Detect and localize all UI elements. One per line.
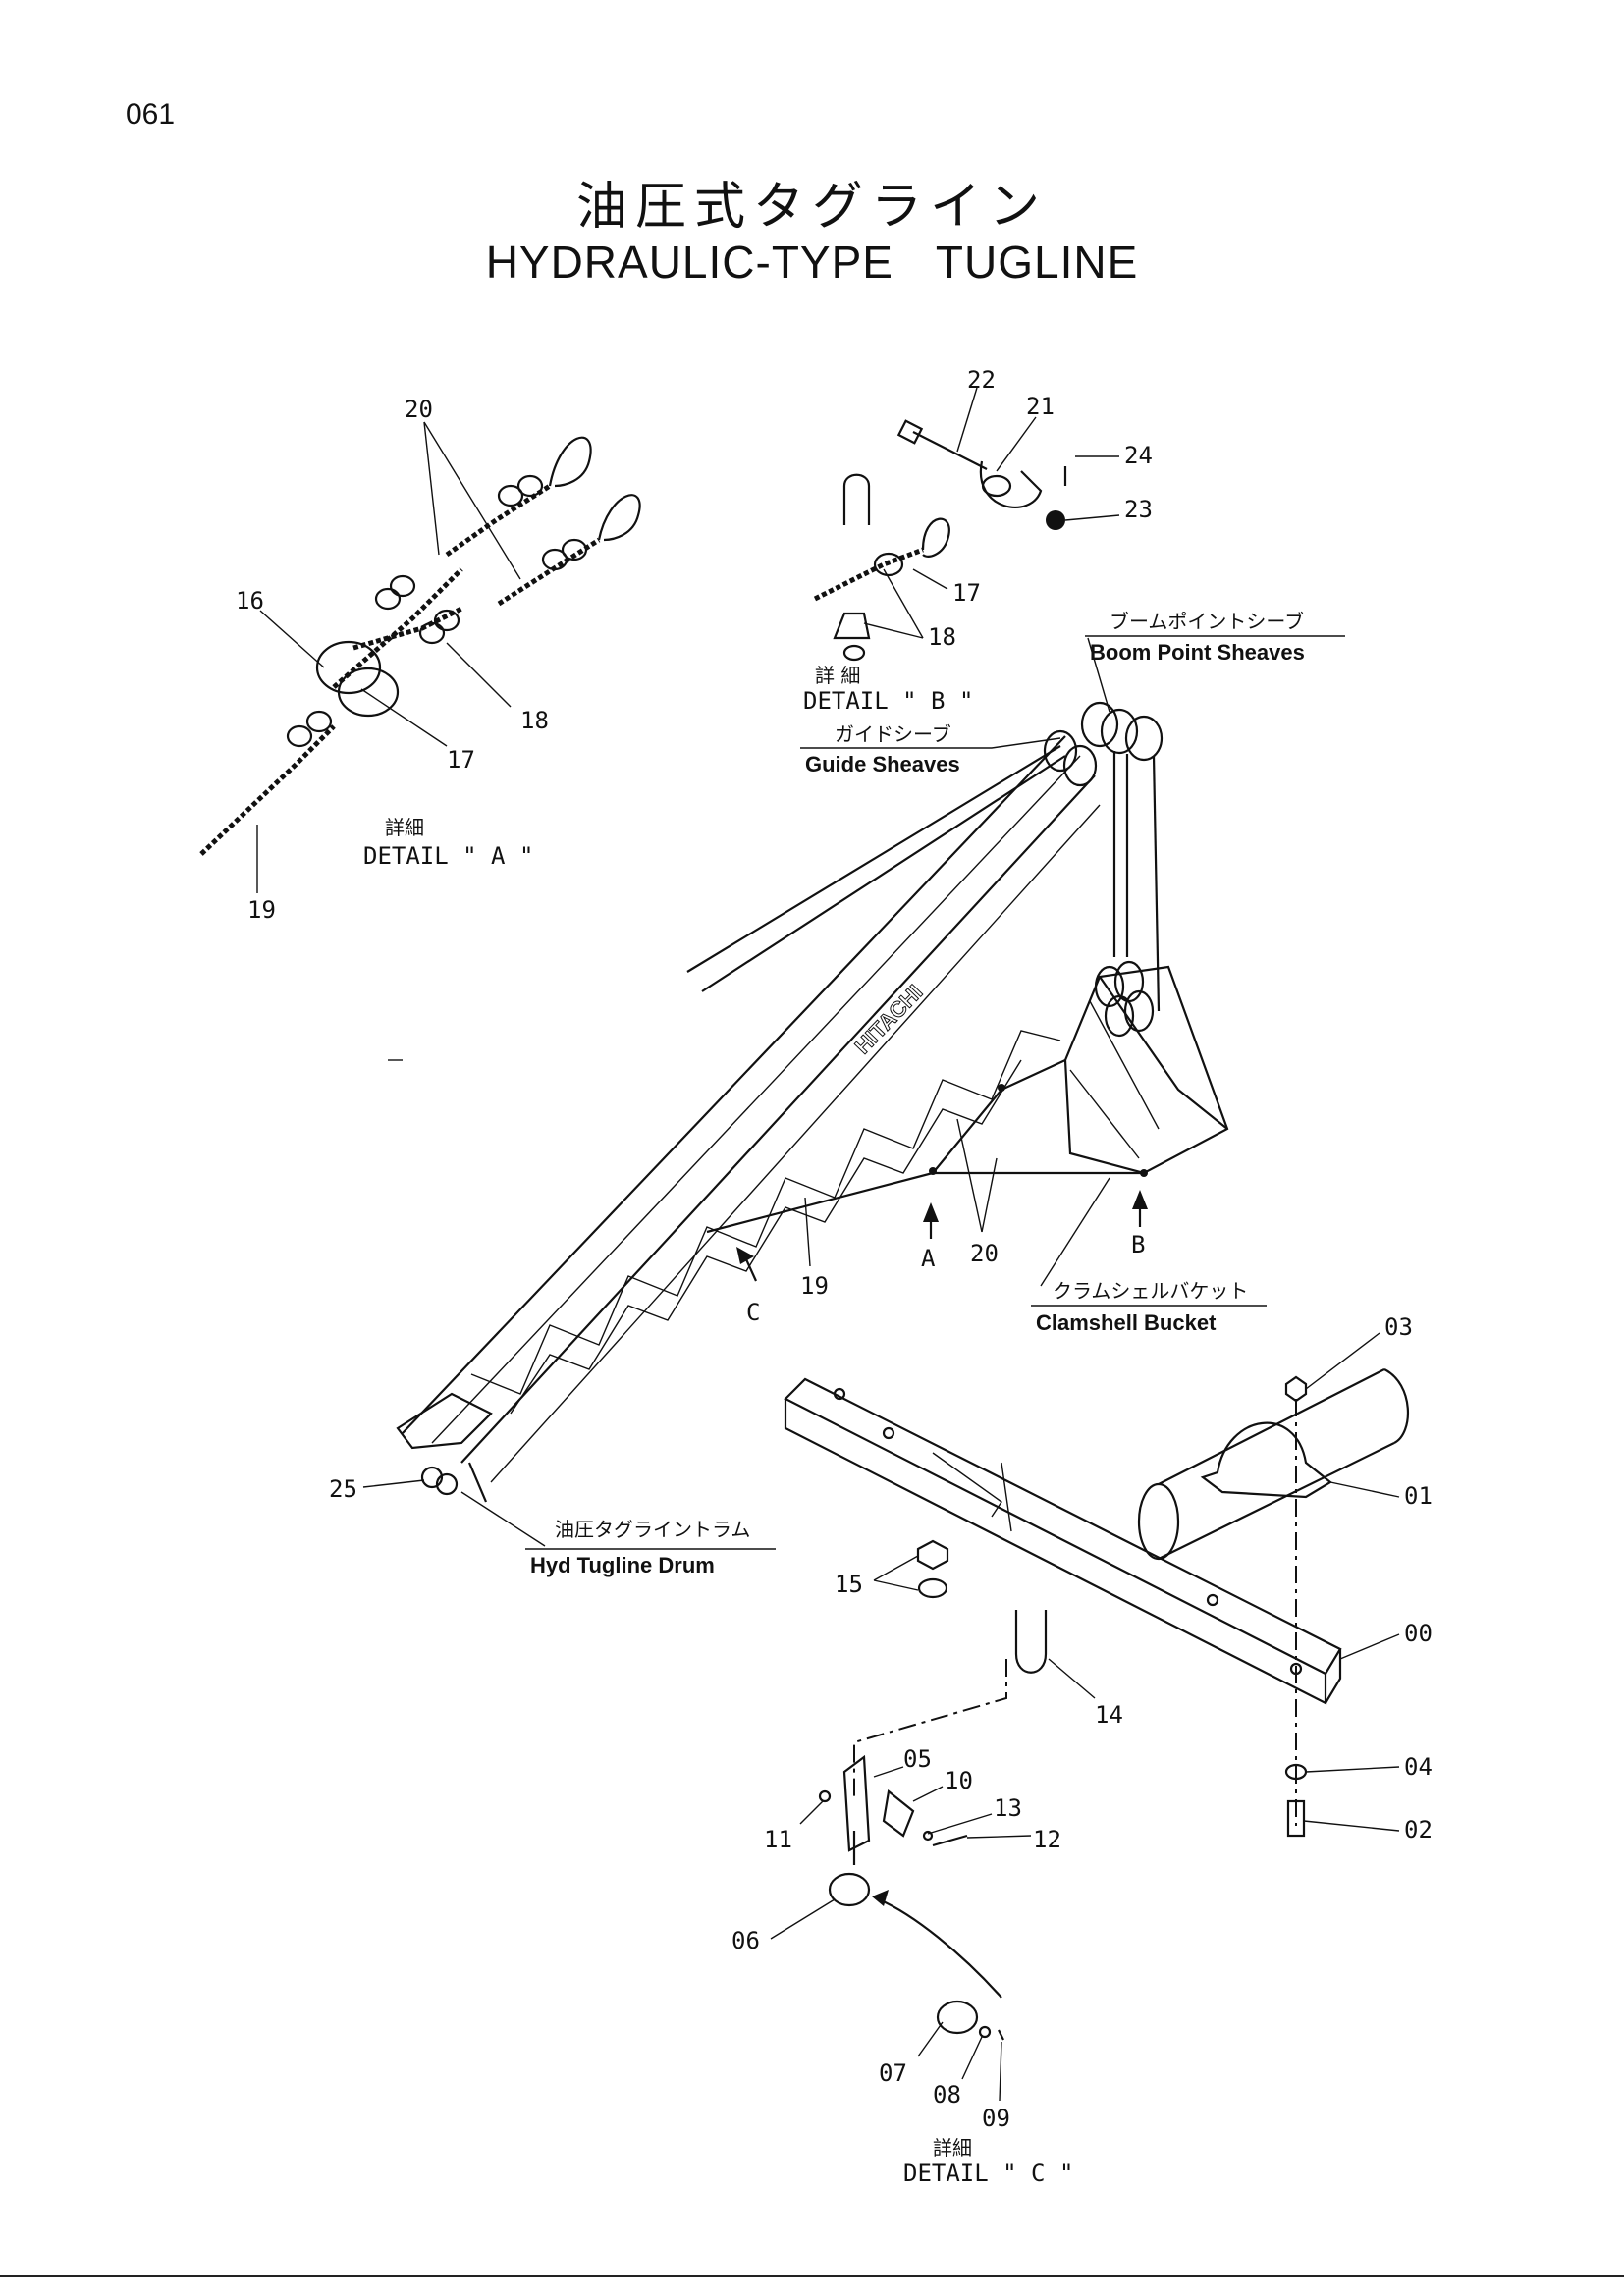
clamshell-en: Clamshell Bucket: [1036, 1310, 1217, 1335]
part-label-25: 25: [329, 1475, 357, 1503]
drum-en: Hyd Tugline Drum: [530, 1553, 715, 1577]
part-label-07: 07: [879, 2059, 907, 2087]
part-label-21: 21: [1026, 393, 1055, 420]
part-label-24: 24: [1124, 442, 1153, 469]
frame-assembly-drawing: [784, 1368, 1410, 2041]
view-marker-c: C: [736, 1247, 760, 1326]
boom-point-caption: ブームポイントシーブ Boom Point Sheaves: [1085, 610, 1345, 713]
detail-a-label: DETAIL " A ": [363, 842, 533, 870]
detail-a-jp: 詳細: [385, 816, 424, 839]
part-label-19-b: 19: [800, 1272, 829, 1300]
part-label-00: 00: [1404, 1620, 1433, 1647]
part-label-02: 02: [1404, 1816, 1433, 1843]
guide-sheaves-en: Guide Sheaves: [805, 752, 960, 776]
detail-c-jp: 詳細: [933, 2136, 972, 2160]
part-label-15: 15: [835, 1571, 863, 1598]
detail-b-drawing: 22 21 24 23 17 18 詳 細 DETAIL " B ": [803, 366, 1153, 715]
part-label-17: 17: [447, 746, 475, 774]
drum-caption: 油圧タグライントラム Hyd Tugline Drum 25: [329, 1475, 776, 1577]
part-label-23: 23: [1124, 496, 1153, 523]
part-label-10: 10: [945, 1767, 973, 1794]
page-number: 061: [126, 98, 176, 131]
part-label-01: 01: [1404, 1482, 1433, 1510]
part-label-17-b: 17: [952, 579, 981, 607]
detail-c-label: DETAIL " C ": [903, 2160, 1073, 2187]
view-marker-c-label: C: [746, 1299, 760, 1326]
part-label-14: 14: [1095, 1701, 1123, 1729]
frame-labels: 03 01 00 04 02 15 14 05 10 13 12 11 06 0…: [731, 1313, 1433, 2187]
view-marker-a-label: A: [921, 1245, 936, 1272]
part-label-08: 08: [933, 2081, 961, 2109]
part-label-12: 12: [1033, 1826, 1061, 1853]
drum-jp: 油圧タグライントラム: [555, 1518, 750, 1541]
part-label-16: 16: [236, 587, 264, 614]
part-label-20-b: 20: [970, 1240, 999, 1267]
part-label-11: 11: [764, 1826, 792, 1853]
svg-text:HITACHI: HITACHI: [850, 980, 928, 1058]
clamshell-bucket-drawing: [706, 960, 1229, 1234]
part-label-19: 19: [247, 896, 276, 924]
part-label-18-b: 18: [928, 623, 956, 651]
part-label-20: 20: [405, 396, 433, 423]
detail-b-label: DETAIL " B ": [803, 687, 973, 715]
view-marker-b: B: [1131, 1190, 1148, 1258]
detail-b-jp: 詳 細: [815, 664, 860, 687]
part-label-03: 03: [1384, 1313, 1413, 1341]
part-label-06: 06: [731, 1927, 760, 1954]
boom-point-jp: ブームポイントシーブ: [1110, 610, 1304, 633]
part-label-22: 22: [967, 366, 996, 394]
bottom-rule: [0, 2275, 1624, 2277]
guide-sheaves-jp: ガイドシーブ: [835, 722, 951, 746]
guide-sheaves-caption: ガイドシーブ Guide Sheaves: [800, 722, 1061, 776]
view-marker-a: A: [921, 1202, 939, 1272]
boom-point-en: Boom Point Sheaves: [1090, 640, 1305, 665]
part-label-05: 05: [903, 1745, 932, 1773]
part-label-18: 18: [520, 707, 549, 734]
clamshell-caption: クラムシェルバケット Clamshell Bucket: [1031, 1177, 1267, 1335]
view-marker-b-label: B: [1131, 1231, 1145, 1258]
clamshell-jp: クラムシェルバケット: [1053, 1279, 1248, 1303]
sheaves-drawing: [1043, 701, 1164, 1012]
title-english: HYDRAULIC-TYPE TUGLINE: [485, 237, 1139, 288]
title-japanese: 油圧式タグライン: [575, 178, 1048, 237]
part-label-13: 13: [994, 1794, 1022, 1822]
part-label-09: 09: [982, 2105, 1010, 2132]
part-label-04: 04: [1404, 1753, 1433, 1781]
detail-a-drawing: 20 16 18 17 19 詳細 DETAIL " A ": [199, 396, 641, 924]
